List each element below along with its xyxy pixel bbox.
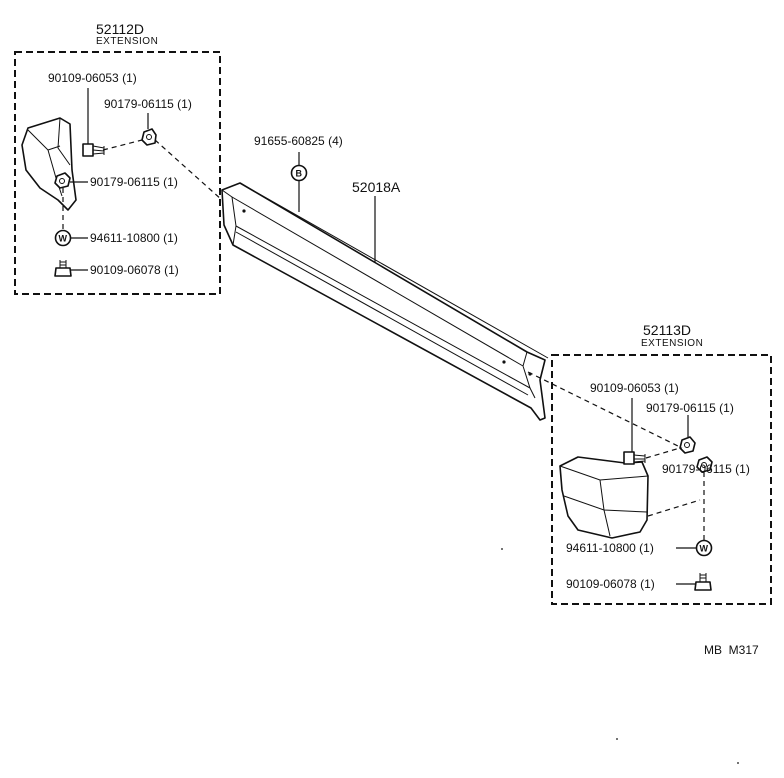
svg-text:B: B [296, 169, 303, 179]
right-bolt-a-label: 90109-06053 (1) [590, 381, 679, 395]
left-connection-dash [154, 139, 223, 201]
left-group-box [14, 51, 221, 295]
left-washer-icon: W [54, 229, 72, 247]
right-part-name: EXTENSION [641, 338, 703, 349]
right-nut-mid-icon [696, 456, 713, 473]
right-part-number: 52113D [643, 322, 691, 338]
right-bolt-a-icon [623, 451, 646, 465]
right-dash-bolt-nut [645, 447, 681, 459]
left-bolt-b-icon [54, 260, 72, 277]
left-bolt-a-icon [82, 143, 105, 157]
left-bolt-b-label: 90109-06078 (1) [90, 263, 179, 277]
right-bolt-b-label: 90109-06078 (1) [566, 577, 655, 591]
right-nut-top-icon [679, 436, 696, 454]
left-washer-label: 94611-10800 (1) [90, 231, 178, 245]
footer-code: MB M317 [704, 643, 759, 657]
right-dash-part-nut [647, 499, 701, 517]
bumper-bar [221, 182, 549, 421]
right-washer-icon: W [695, 539, 713, 557]
left-extension-group: 52112D EXTENSION 90109-06053 (1) 90179-0… [14, 21, 221, 295]
left-nut-top-icon [141, 128, 157, 146]
left-nut-mid-label: 90179-06115 (1) [90, 175, 178, 189]
right-extension-group: 52113D EXTENSION 90109-06053 (1) 90179-0… [551, 322, 772, 605]
svg-text:W: W [59, 234, 68, 244]
left-part-name: EXTENSION [96, 36, 158, 47]
left-nut-mid-icon [54, 172, 71, 189]
right-group-box [551, 354, 772, 605]
left-extension-part [21, 117, 77, 211]
right-washer-label: 94611-10800 (1) [566, 541, 654, 555]
left-dash-bolt-nut [102, 139, 143, 151]
right-connection-dash [527, 371, 683, 449]
right-extension-part [559, 456, 649, 539]
left-part-number: 52112D [96, 21, 144, 37]
right-bolt-b-icon [694, 573, 712, 591]
left-nut-top-label: 90179-06115 (1) [104, 97, 192, 111]
left-bolt-a-label: 90109-06053 (1) [48, 71, 137, 85]
bumper-part-number: 52018A [352, 179, 401, 195]
rivet-label: 91655-60825 (4) [254, 134, 343, 148]
right-nut-top-label: 90179-06115 (1) [646, 401, 734, 415]
right-nut-mid-label: 90179-06115 (1) [662, 462, 750, 476]
rivet-icon: B [290, 164, 308, 182]
svg-text:W: W [700, 544, 709, 554]
